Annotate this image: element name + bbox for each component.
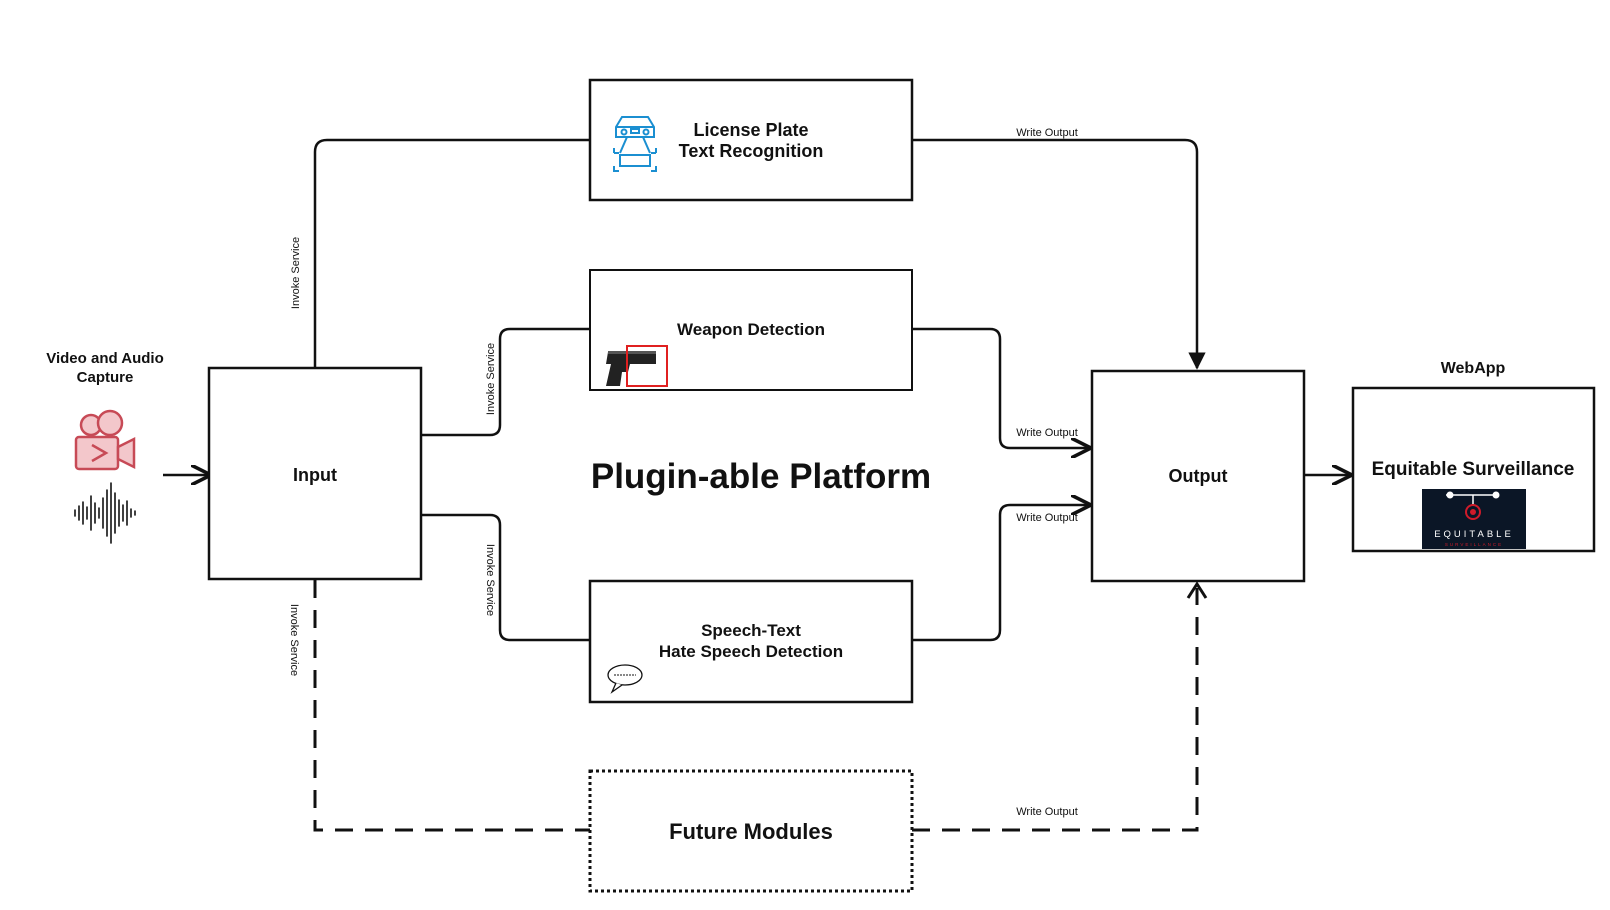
edge-label-write-lpr: Write Output	[1016, 127, 1078, 139]
future-node	[588, 769, 914, 893]
speech-node	[588, 579, 914, 704]
edge-lpr-to-output	[912, 138, 1206, 370]
output-node	[1090, 369, 1306, 583]
lpr-label-line2: Text Recognition	[679, 141, 824, 161]
input-node	[207, 366, 423, 581]
platform-title: Plugin-able Platform	[591, 457, 931, 496]
input-label: Input	[293, 465, 337, 485]
edge-input-to-lpr	[313, 138, 590, 368]
lpr-label-line1: License Plate	[693, 120, 808, 140]
speech-label-line1: Speech-Text	[701, 621, 801, 640]
output-label: Output	[1169, 466, 1228, 486]
edge-speech-to-output	[912, 505, 1089, 642]
equitable-surveillance-logo: EQUITABLE SURVEILLANCE	[1422, 489, 1526, 549]
logo-text: EQUITABLE	[1434, 529, 1514, 540]
edge-weapon-to-output	[912, 327, 1089, 448]
edge-label-invoke-weapon: Invoke Service	[485, 343, 497, 415]
future-label: Future Modules	[669, 819, 833, 844]
lpr-node	[588, 78, 914, 202]
capture-label-line1: Video and Audio	[46, 350, 164, 367]
edge-input-to-speech	[421, 513, 590, 642]
edge-label-invoke-speech: Invoke Service	[484, 544, 496, 616]
video-camera-icon	[74, 409, 136, 471]
edge-future-to-output	[912, 588, 1199, 832]
edge-input-to-weapon	[421, 327, 590, 437]
weapon-label: Weapon Detection	[677, 320, 825, 339]
edge-label-invoke-future: Invoke Service	[288, 604, 300, 676]
edge-label-write-speech: Write Output	[1016, 512, 1078, 524]
edge-future-arrowhead	[1186, 581, 1208, 599]
pistol-icon	[606, 345, 668, 387]
logo-subtext: SURVEILLANCE	[1445, 542, 1503, 547]
speech-bubble-icon	[607, 664, 643, 694]
webapp-title: Equitable Surveillance	[1372, 459, 1575, 480]
audio-waveform-icon	[74, 482, 136, 544]
edge-label-invoke-lpr: Invoke Service	[290, 237, 302, 309]
weapon-node	[589, 269, 913, 391]
webapp-header: WebApp	[1441, 360, 1506, 377]
edge-input-to-future	[313, 580, 590, 832]
license-plate-camera-icon	[613, 116, 657, 172]
edge-label-write-future: Write Output	[1016, 806, 1078, 818]
edge-label-write-weapon: Write Output	[1016, 427, 1078, 439]
capture-label-line2: Capture	[77, 369, 134, 386]
speech-label-line2: Hate Speech Detection	[659, 642, 843, 661]
